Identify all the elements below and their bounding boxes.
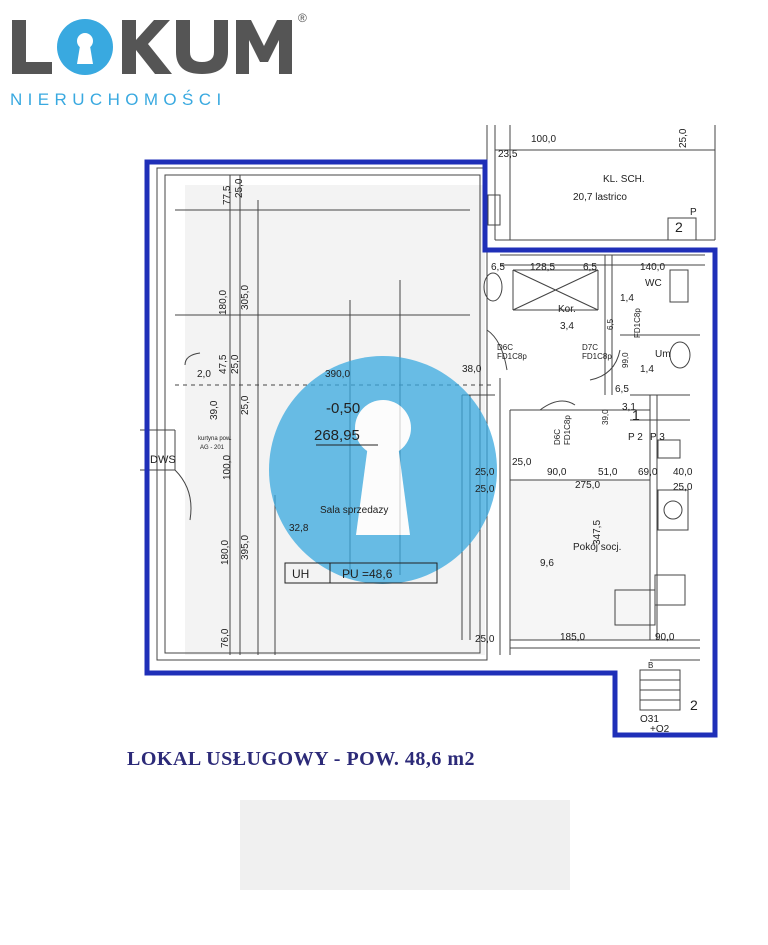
dim: 99,0 xyxy=(621,352,630,368)
room-area: 20,7 lastrico xyxy=(573,192,627,203)
room-area: 9,6 xyxy=(540,558,554,569)
room-name: Pokój socj. xyxy=(573,542,621,553)
dim: 275,0 xyxy=(575,480,600,491)
dim: 25,0 xyxy=(475,467,495,478)
level-value: 268,95 xyxy=(314,427,360,444)
door-label: D6C xyxy=(553,429,562,445)
label: +O2 xyxy=(650,724,670,735)
dim: 25,0 xyxy=(475,634,495,645)
dim: 305,0 xyxy=(240,285,251,310)
door-label: FD1C8p xyxy=(563,415,572,445)
dim: 25,0 xyxy=(240,395,251,415)
pu-label: PU =48,6 xyxy=(342,567,393,581)
label: 2 xyxy=(690,697,698,713)
unit-outline xyxy=(144,159,718,738)
dim: 47,5 xyxy=(218,354,229,374)
room-name: Sala sprzedazy xyxy=(320,505,388,516)
label: P xyxy=(690,207,697,218)
label: P 2 xyxy=(628,432,643,443)
dim: 390,0 xyxy=(325,369,350,380)
dim: 23,5 xyxy=(498,149,518,160)
dim: 100,0 xyxy=(531,134,556,145)
dim: 77,5 xyxy=(222,185,233,205)
uh-label: UH xyxy=(292,567,309,581)
dim: 39,0 xyxy=(209,400,220,420)
dim: 25,0 xyxy=(230,354,241,374)
dim: 76,0 xyxy=(220,628,231,648)
label: B xyxy=(648,661,653,670)
door-label: FD1C8p xyxy=(633,308,642,338)
label: P 3 xyxy=(650,432,665,443)
dim: 140,0 xyxy=(640,262,665,273)
door-label: FD1C8p xyxy=(497,352,527,361)
room-name: Um xyxy=(655,349,671,360)
dim: 395,0 xyxy=(240,535,251,560)
dim: 128,5 xyxy=(530,262,555,273)
room-area: 32,8 xyxy=(289,523,309,534)
dim: 38,0 xyxy=(462,364,482,375)
dim: 69,0 xyxy=(638,467,658,478)
dim: 185,0 xyxy=(560,632,585,643)
lokum-logo: ® NIERUCHOMOŚCI xyxy=(10,8,310,113)
dim: 40,0 xyxy=(673,467,693,478)
door-label: D6C xyxy=(497,343,513,352)
label: AG - 201 xyxy=(200,445,225,451)
room-name: KL. SCH. xyxy=(603,174,645,185)
dim: 51,0 xyxy=(598,467,618,478)
room-name: Kor. xyxy=(558,304,576,315)
registered-mark: ® xyxy=(298,11,307,25)
dim: 25,0 xyxy=(678,128,689,148)
dim: 3,1 xyxy=(622,402,636,413)
level-mark: -0,50 xyxy=(326,400,360,417)
room-area: 3,4 xyxy=(560,321,574,332)
dim: 25,0 xyxy=(234,178,245,198)
brand-tagline: NIERUCHOMOŚCI xyxy=(10,90,227,109)
room-area: 1,4 xyxy=(640,364,654,375)
dim: 25,0 xyxy=(512,457,532,468)
dim: 39,0 xyxy=(601,409,610,425)
faint-mark xyxy=(240,800,570,890)
keyhole-icon xyxy=(57,19,113,75)
unit-caption: LOKAL USŁUGOWY - POW. 48,6 m2 xyxy=(127,748,476,770)
dim: 100,0 xyxy=(222,455,233,480)
dim: 2,0 xyxy=(197,369,211,380)
dim: 90,0 xyxy=(655,632,675,643)
dim: 90,0 xyxy=(547,467,567,478)
door-label: FD1C8p xyxy=(582,352,612,361)
keyhole-icon xyxy=(269,356,497,584)
door-label: D7C xyxy=(582,343,598,352)
dim: 6,5 xyxy=(491,262,505,273)
label: kurtyna pow. xyxy=(198,436,232,442)
dim: 180,0 xyxy=(218,290,229,315)
room-name: WC xyxy=(645,278,662,289)
dim: 25,0 xyxy=(475,484,495,495)
dim: 25,0 xyxy=(673,482,693,493)
room-area: 1,4 xyxy=(620,293,634,304)
dim: 6,5 xyxy=(583,262,597,273)
dim: 6,5 xyxy=(615,384,629,395)
label: O31 xyxy=(640,714,659,725)
dws-label: DWS xyxy=(150,454,176,466)
dim: 180,0 xyxy=(220,540,231,565)
label: 2 xyxy=(675,219,683,235)
label: 1 xyxy=(632,407,640,423)
dim: 347,5 xyxy=(592,520,603,545)
dim: 6,5 xyxy=(606,318,615,330)
